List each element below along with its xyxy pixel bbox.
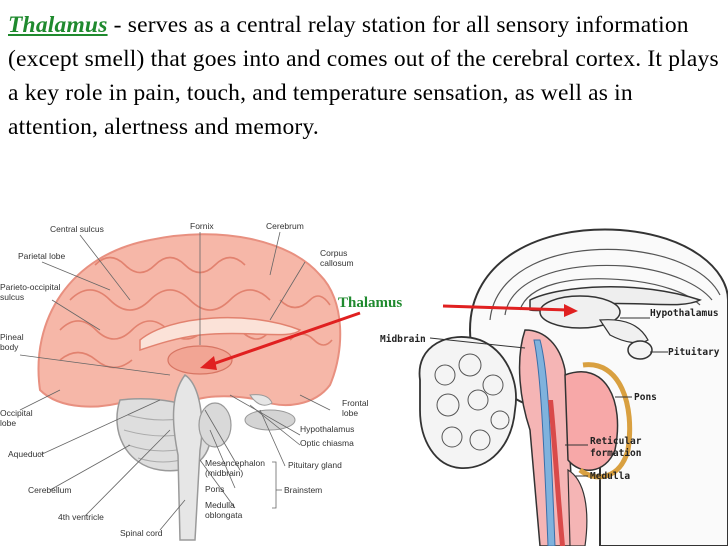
label-cerebellum: Cerebellum (28, 485, 71, 495)
left-pituitary (249, 394, 273, 406)
left-frontal-bump (244, 409, 296, 431)
right-cerebellum-folia (434, 353, 510, 451)
right-hypothalamus (598, 319, 649, 344)
label-pituitary-gland: Pituitary gland (288, 460, 342, 470)
thalamus-arrows (200, 304, 578, 370)
thalamus-callout: Thalamus (200, 295, 578, 370)
intro-text: - serves as a central relay station for … (8, 12, 719, 140)
label-midbrain: Midbrain (380, 334, 426, 345)
right-brain-diagram: Midbrain Hypothalamus Pituitary Pons Ret… (380, 228, 728, 546)
right-pons-outline (578, 362, 633, 480)
label-medulla-1: Medulla (205, 500, 235, 510)
label-parieto-occipital-2: sulcus (0, 292, 24, 302)
label-occipital-2: lobe (0, 418, 16, 428)
label-pons-left: Pons (205, 484, 224, 494)
label-spinal-cord: Spinal cord (120, 528, 163, 538)
right-reticular-formation (548, 400, 565, 546)
label-parieto-occipital-1: Parieto-occipital (0, 282, 61, 292)
label-fornix: Fornix (190, 221, 214, 231)
right-aqueduct (533, 339, 556, 546)
label-frontal-2: lobe (342, 408, 358, 418)
label-corpus-2: callosum (320, 258, 354, 268)
label-aqueduct: Aqueduct (8, 449, 45, 459)
label-hypothalamus-left: Hypothalamus (300, 424, 354, 434)
label-medulla-right: Medulla (590, 471, 630, 482)
right-cortex-rings (489, 248, 721, 321)
left-brain-diagram: Central sulcus Fornix Cerebrum Parietal … (0, 221, 369, 541)
label-frontal-1: Frontal (342, 398, 369, 408)
right-leader-lines (429, 317, 668, 477)
left-leader-lines (19, 231, 331, 531)
label-4th-ventricle: 4th ventricle (58, 512, 104, 522)
label-mesencephalon-1: Mesencephalon (205, 458, 265, 468)
label-optic-chiasma: Optic chiasma (300, 438, 354, 448)
label-mesencephalon-2: (midbrain) (205, 468, 243, 478)
label-parietal-lobe: Parietal lobe (18, 251, 66, 261)
right-medulla (567, 468, 588, 546)
left-corpus-callosum (139, 316, 302, 352)
label-pons-right: Pons (634, 392, 657, 403)
label-occipital-1: Occipital (0, 408, 33, 418)
thalamus-term: Thalamus (8, 12, 108, 38)
label-reticular-2: formation (590, 448, 641, 459)
thalamus-callout-label: Thalamus (338, 295, 402, 311)
label-corpus-1: Corpus (320, 248, 347, 258)
label-pineal-2: body (0, 342, 19, 352)
label-medulla-2: oblongata (205, 510, 243, 520)
label-brainstem: Brainstem (284, 485, 322, 495)
left-brainstem (172, 373, 203, 541)
left-pons (198, 402, 232, 448)
label-central-sulcus: Central sulcus (50, 224, 104, 234)
right-cerebellum (418, 336, 517, 469)
label-hypothalamus-right: Hypothalamus (650, 308, 719, 319)
label-pituitary: Pituitary (668, 347, 720, 358)
right-pons (564, 371, 619, 471)
label-cerebrum: Cerebrum (266, 221, 304, 231)
label-pineal-1: Pineal (0, 332, 24, 342)
right-pituitary (627, 340, 653, 360)
label-reticular-1: Reticular (590, 436, 642, 447)
intro-paragraph: Thalamus - serves as a central relay sta… (8, 8, 720, 144)
